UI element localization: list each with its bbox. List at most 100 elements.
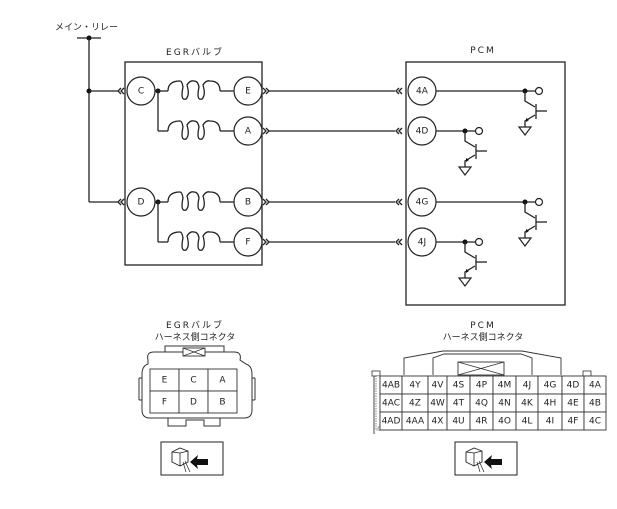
cavity-label: 4G	[544, 381, 557, 391]
pin-label: 4A	[416, 87, 429, 97]
connector-chevron-icon	[262, 198, 270, 206]
solenoid-coil-icon	[167, 231, 221, 251]
cavity-label: 4AD	[382, 417, 401, 427]
terminal-icon	[534, 86, 544, 96]
terminal-icon	[534, 197, 544, 207]
cavity-label: 4P	[476, 381, 488, 391]
cavity-label: 4AA	[406, 417, 425, 427]
pcm-connector-title-1: PCM	[470, 321, 495, 331]
cavity-label: 4Q	[475, 399, 488, 409]
cavity-label: 4Z	[409, 399, 421, 409]
connector-chevron-icon	[395, 238, 403, 246]
cavity-label: 4S	[453, 381, 465, 391]
egr-valve-box	[124, 61, 263, 266]
cavity-label: 4R	[476, 417, 488, 427]
circuit-elements: C D E 4A A 4D B 4G F 4J	[117, 76, 547, 287]
transistor-emitter	[524, 114, 536, 127]
egr-connector-title-1: EGRバルブ	[166, 319, 224, 331]
transistor-collector	[524, 202, 536, 219]
cavity-label: 4K	[521, 399, 534, 409]
main-relay-label: メイン・リレー	[55, 23, 118, 33]
connector-cavity	[207, 390, 238, 414]
cavity-label: 4U	[452, 417, 464, 427]
cavity-label: F	[162, 398, 167, 408]
cavity-label: A	[219, 376, 226, 386]
cavity-label: 4W	[430, 399, 445, 409]
egr-connector-housing	[138, 345, 256, 427]
cavity-label: 4B	[589, 399, 601, 409]
cavity-label: 4X	[432, 417, 444, 427]
cavity-label: 4O	[498, 417, 511, 427]
cavity-label: 4I	[546, 417, 554, 427]
connector-chevron-icon	[117, 198, 125, 206]
pin-label: B	[245, 198, 251, 208]
connector-chevron-icon	[395, 87, 403, 95]
connector-chevron-icon	[395, 127, 403, 135]
cavity-label: 4V	[432, 381, 445, 391]
transistor-emitter	[464, 154, 476, 167]
pin-label: A	[245, 127, 252, 137]
connector-pin	[233, 116, 263, 146]
ground-icon	[457, 166, 473, 176]
transistor-emitter	[464, 265, 476, 278]
cavity-label: 4C	[589, 417, 601, 427]
connector-pin	[233, 187, 263, 217]
pin-label: D	[138, 198, 145, 208]
transistor-arrow-icon	[466, 269, 469, 273]
cavity-label: D	[190, 398, 197, 408]
connector-chevron-icon	[262, 87, 270, 95]
egr-connector-title-2: ハーネス側コネクタ	[155, 331, 236, 343]
connector-chevron-icon	[262, 238, 270, 246]
connector-pin	[233, 227, 263, 257]
connector-pin	[233, 76, 263, 106]
connector-view-arrow-icon	[160, 441, 224, 476]
pin-label: C	[138, 87, 144, 97]
pin-label: E	[245, 87, 251, 97]
egr-valve-title: EGRバルブ	[166, 46, 224, 58]
pin-label: 4D	[416, 127, 429, 137]
transistor-collector	[524, 91, 536, 108]
terminal-icon	[474, 237, 484, 247]
connector-cavity	[583, 411, 607, 431]
ground-icon	[517, 237, 533, 247]
pcm-box	[405, 61, 566, 306]
connector-chevron-icon	[262, 127, 270, 135]
ground-icon	[517, 126, 533, 136]
egr-connector-grid: E C A F D B	[149, 368, 238, 414]
cavity-label: 4M	[498, 381, 512, 391]
cavity-label: 4A	[589, 381, 602, 391]
cavity-label: E	[162, 376, 168, 386]
pcm-title: PCM	[470, 46, 495, 56]
cavity-label: 4E	[567, 399, 579, 409]
pin-label: F	[245, 238, 250, 248]
cavity-label: 4AC	[382, 399, 400, 409]
pin-label: 4J	[418, 238, 426, 248]
transistor-emitter	[524, 225, 536, 238]
solenoid-coil-icon	[167, 80, 221, 100]
cavity-label: 4J	[523, 381, 531, 391]
cavity-label: 4L	[522, 417, 533, 427]
connector-chevron-icon	[117, 87, 125, 95]
cavity-label: 4F	[568, 417, 579, 427]
cavity-label: 4D	[567, 381, 580, 391]
transistor-collector	[464, 242, 476, 259]
pcm-connector-title-2: ハーネス側コネクタ	[443, 331, 524, 343]
transistor-collector	[464, 131, 476, 148]
pin-label: 4G	[416, 198, 429, 208]
transistor-arrow-icon	[526, 229, 529, 233]
connector-view-arrow-icon	[454, 441, 518, 476]
cavity-label: 4H	[544, 399, 557, 409]
cavity-label: 4Y	[409, 381, 421, 391]
transistor-arrow-icon	[466, 158, 469, 162]
ground-icon	[457, 277, 473, 287]
cavity-label: C	[190, 376, 196, 386]
connector-chevron-icon	[395, 198, 403, 206]
transistor-arrow-icon	[526, 118, 529, 122]
cavity-label: 4T	[453, 399, 465, 409]
cavity-label: 4AB	[382, 381, 400, 391]
terminal-icon	[474, 126, 484, 136]
solenoid-coil-icon	[167, 191, 221, 211]
cavity-label: B	[219, 398, 225, 408]
